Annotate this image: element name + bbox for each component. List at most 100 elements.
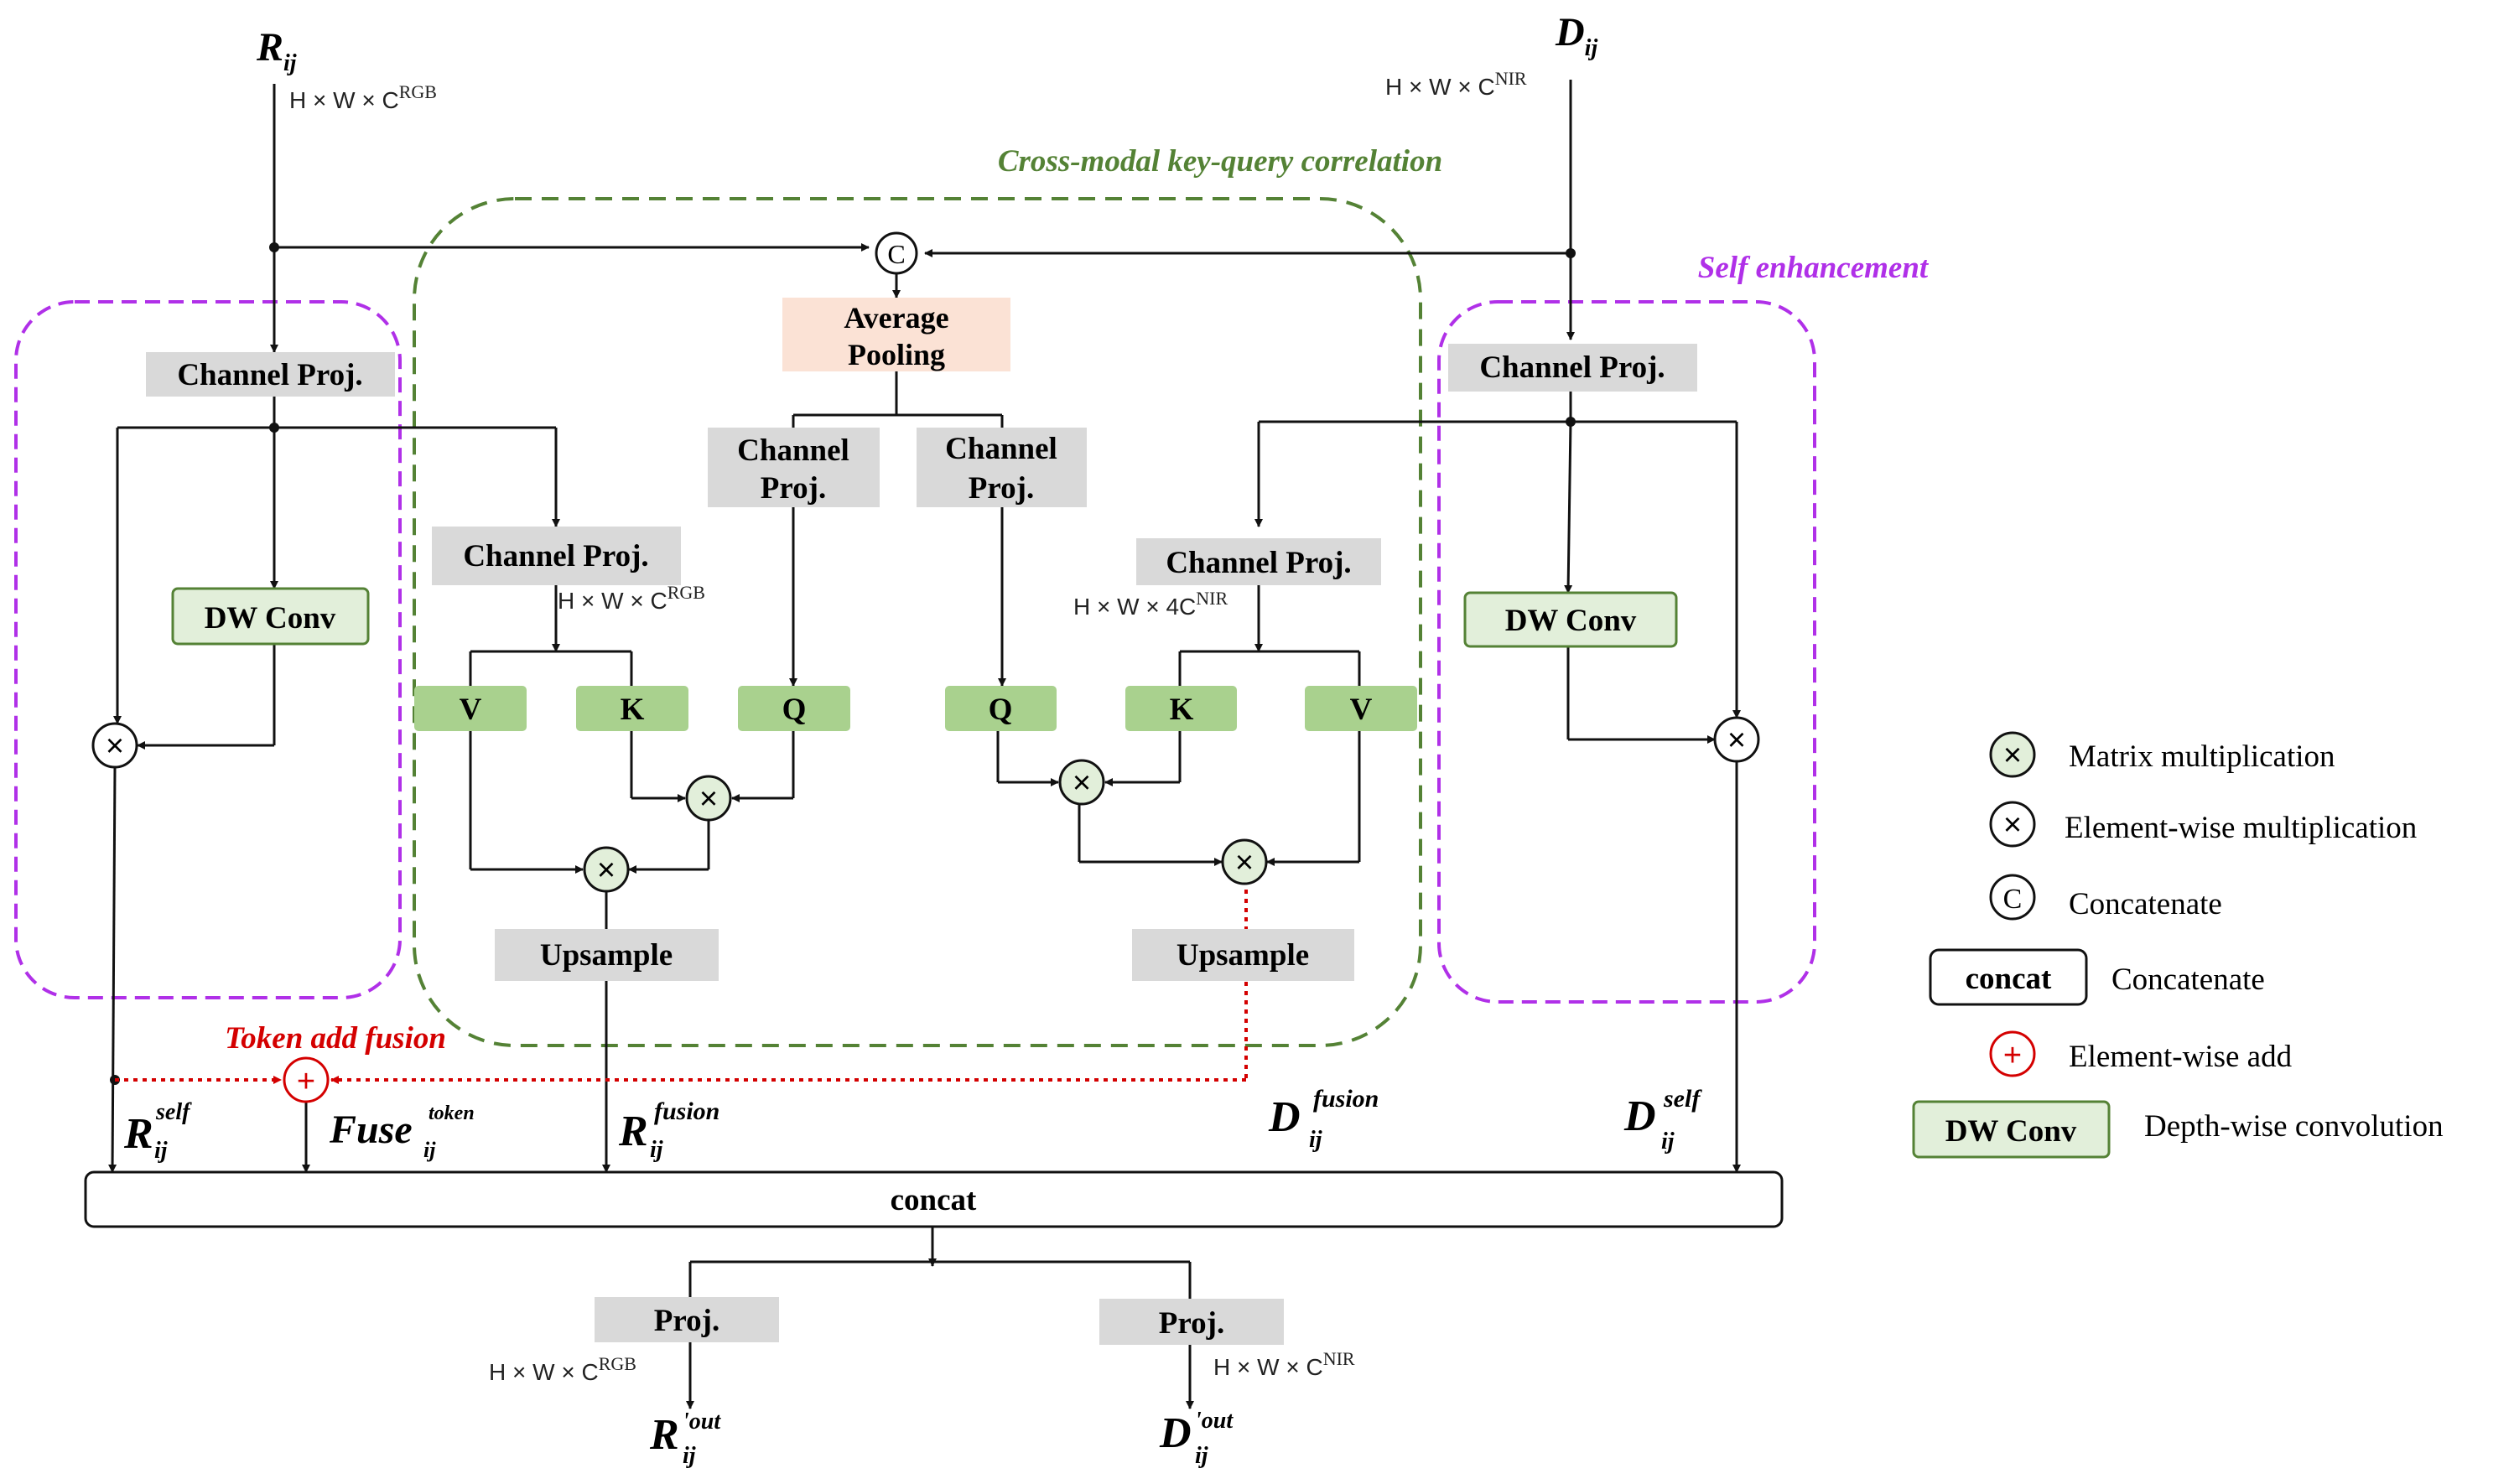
svg-text:ij: ij (154, 1138, 168, 1164)
svg-text:D: D (1159, 1409, 1192, 1457)
cross-modal-title: Cross-modal key-query correlation (998, 144, 1442, 179)
svg-text:DW Conv: DW Conv (1505, 604, 1637, 638)
svg-text:Q: Q (782, 693, 807, 727)
svg-text:C: C (2003, 884, 2023, 915)
dw-conv-right-box: DW Conv (1463, 591, 1678, 648)
svg-text:K: K (1170, 693, 1194, 727)
svg-text:token: token (429, 1103, 475, 1124)
svg-text:×: × (699, 781, 718, 817)
matrix-mult-right-1-icon: × (1058, 759, 1105, 806)
legend-elementwise-add: + Element-wise add (1989, 1030, 2293, 1077)
label-fuse-token: Fuse token ij (329, 1103, 475, 1162)
svg-text:self: self (1663, 1085, 1702, 1113)
q-right-box: Q (945, 686, 1057, 731)
q-left-box: Q (738, 686, 850, 731)
svg-text:Element-wise multiplication: Element-wise multiplication (2065, 811, 2417, 845)
legend-concat-c: C Concatenate (1989, 874, 2222, 921)
svg-text:V: V (1350, 693, 1373, 727)
label-r-out: R 'out ij (649, 1409, 721, 1469)
svg-text:Proj.: Proj. (761, 471, 826, 506)
proj-r-out-box: Proj. (595, 1297, 779, 1342)
svg-text:D: D (1268, 1093, 1301, 1141)
svg-text:Upsample: Upsample (540, 938, 673, 973)
svg-text:R: R (618, 1108, 648, 1155)
svg-text:ij: ij (1309, 1127, 1322, 1153)
svg-text:ij: ij (423, 1138, 436, 1162)
channel-proj-r-inner-box: Channel Proj. (432, 527, 681, 585)
svg-text:self: self (155, 1099, 192, 1125)
svg-text:'out: 'out (683, 1409, 721, 1435)
cross-modal-region (413, 197, 1422, 1047)
svg-text:×: × (1727, 723, 1746, 758)
input-r: Rij (256, 25, 297, 76)
svg-text:+: + (297, 1064, 315, 1099)
svg-text:×: × (597, 853, 616, 888)
dim-d-proj: H × W × 4CNIR (1073, 588, 1228, 620)
token-add-fusion-title: Token add fusion (225, 1021, 446, 1056)
svg-text:×: × (2003, 807, 2022, 843)
svg-text:Channel Proj.: Channel Proj. (1479, 350, 1665, 385)
svg-text:Concatenate: Concatenate (2111, 963, 2265, 997)
label-r-self: R self ij (123, 1099, 192, 1164)
svg-text:D: D (1623, 1092, 1656, 1140)
self-enhancement-left-region (14, 300, 402, 999)
average-pooling-box: Average Pooling (782, 298, 1010, 371)
svg-text:C: C (887, 239, 905, 269)
svg-text:V: V (460, 693, 482, 727)
svg-text:Channel: Channel (945, 432, 1057, 466)
dim-r-out: H × W × CRGB (489, 1353, 636, 1385)
concat-op-icon: C (875, 231, 918, 275)
svg-text:DW Conv: DW Conv (205, 601, 336, 636)
self-enhancement-title: Self enhancement (1698, 251, 1930, 285)
svg-text:concat: concat (1966, 962, 2052, 996)
v-left-box: V (414, 686, 527, 731)
svg-text:Channel Proj.: Channel Proj. (463, 539, 648, 573)
dim-d-input: H × W × CNIR (1385, 68, 1527, 100)
matrix-mult-left-2-icon: × (583, 846, 630, 893)
svg-text:Average: Average (844, 301, 948, 335)
matrix-mult-left-1-icon: × (685, 775, 732, 822)
elementwise-add-icon: + (283, 1056, 330, 1103)
svg-text:Element-wise add: Element-wise add (2069, 1040, 2293, 1074)
channel-proj-q-right-box: Channel Proj. (917, 428, 1087, 507)
svg-text:Concatenate: Concatenate (2069, 887, 2222, 921)
svg-text:R: R (649, 1411, 679, 1459)
svg-text:Pooling: Pooling (848, 338, 945, 371)
channel-proj-d-box: Channel Proj. (1448, 344, 1697, 392)
legend-matrix-mult: × Matrix multiplication (1989, 731, 2335, 778)
channel-proj-d-inner-box: Channel Proj. (1136, 538, 1381, 585)
k-left-box: K (576, 686, 688, 731)
svg-text:+: + (2003, 1038, 2022, 1073)
self-enhancement-right-region (1437, 300, 1816, 1004)
svg-text:Proj.: Proj. (1159, 1306, 1224, 1341)
svg-text:Channel Proj.: Channel Proj. (1166, 546, 1351, 580)
label-d-out: D 'out ij (1159, 1408, 1234, 1469)
label-d-fusion: D fusion ij (1268, 1085, 1379, 1153)
legend-elementwise-mult: × Element-wise multiplication (1989, 801, 2417, 848)
legend-dw-conv: DW Conv Depth-wise convolution (1912, 1100, 2444, 1159)
dim-r-proj: H × W × CRGB (558, 582, 705, 614)
svg-text:ij: ij (1195, 1443, 1208, 1469)
upsample-right-box: Upsample (1132, 929, 1354, 981)
dim-d-out: H × W × CNIR (1213, 1348, 1355, 1380)
legend-concat-box: concat Concatenate (1929, 948, 2265, 1006)
svg-text:×: × (106, 729, 124, 764)
svg-text:×: × (2003, 738, 2022, 773)
svg-text:concat: concat (891, 1183, 977, 1217)
channel-proj-r-box: Channel Proj. (146, 352, 395, 397)
svg-text:Fuse: Fuse (329, 1108, 413, 1152)
svg-text:Dij: Dij (1555, 10, 1597, 61)
legend: × Matrix multiplication × Element-wise m… (1912, 731, 2444, 1159)
matrix-mult-right-2-icon: × (1221, 838, 1268, 885)
svg-text:'out: 'out (1195, 1408, 1234, 1434)
label-d-self: D self ij (1623, 1085, 1702, 1155)
svg-text:×: × (1235, 845, 1254, 880)
svg-text:Proj.: Proj. (654, 1304, 719, 1338)
svg-text:Upsample: Upsample (1176, 938, 1309, 973)
svg-text:Proj.: Proj. (969, 471, 1034, 506)
svg-text:Depth-wise convolution: Depth-wise convolution (2144, 1109, 2444, 1144)
dw-conv-left-box: DW Conv (171, 587, 370, 646)
v-right-box: V (1305, 686, 1417, 731)
proj-d-out-box: Proj. (1099, 1299, 1284, 1345)
svg-text:Rij: Rij (256, 25, 297, 76)
